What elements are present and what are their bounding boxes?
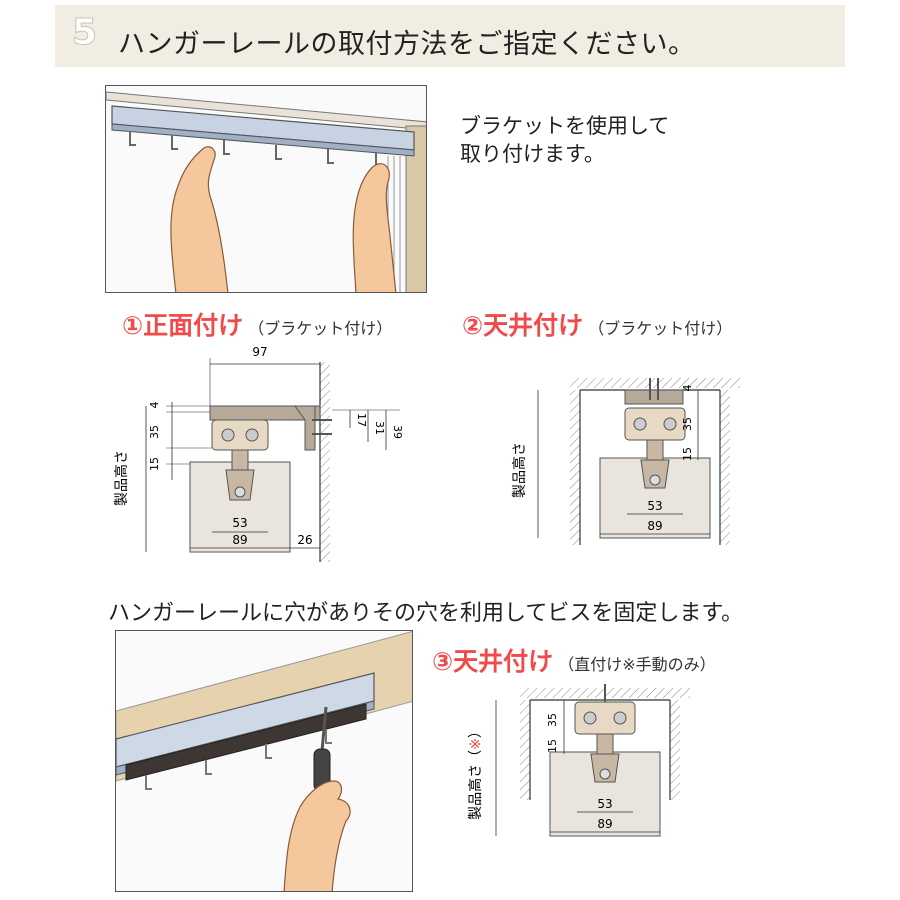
section-header	[55, 5, 845, 67]
dim-97-label: 97	[252, 345, 267, 359]
photo-direct-mount	[115, 630, 413, 892]
diagram-ceiling-bracket: 4 35 15 製品高さ 53 89	[511, 378, 740, 545]
direct-mount-instruction: ハンガーレールに穴がありその穴を利用してビスを固定します。	[108, 601, 744, 626]
diagram-ceiling-direct: 35 15 製品高さ（※） 53 89	[467, 684, 690, 837]
product-height-label: 製品高さ	[113, 450, 130, 506]
method-3-heading: ③天井付け （直付け※手動のみ）	[432, 642, 716, 678]
dim-35-label: 35	[681, 417, 694, 431]
product-height-label: 製品高さ（※）	[467, 724, 484, 820]
step-number: 5	[71, 12, 98, 54]
method-1-title: ①正面付け	[122, 311, 244, 340]
product-height-text: 製品高さ（	[467, 750, 484, 820]
method-3-subtitle: （直付け※手動のみ）	[558, 655, 716, 674]
dim-53-label: 53	[647, 499, 662, 513]
dim-17-label: 17	[355, 413, 368, 427]
method-2-subtitle: （ブラケット付け）	[588, 319, 733, 338]
direct-mount-illustration	[116, 631, 412, 891]
photo-bracket-installation	[105, 85, 427, 293]
section-title: ハンガーレールの取付方法をご指定ください。	[118, 29, 696, 60]
dim-39-label: 39	[391, 425, 404, 439]
dim-4-label: 4	[148, 402, 161, 409]
dim-53-label: 53	[597, 797, 612, 811]
dim-15-label: 15	[148, 457, 161, 471]
dim-89-label: 89	[232, 533, 247, 547]
dim-35-label: 35	[546, 713, 559, 727]
method-1-heading: ①正面付け （ブラケット付け）	[122, 306, 392, 342]
dim-15-label: 15	[681, 447, 694, 461]
dim-26-label: 26	[297, 533, 312, 547]
bracket-install-illustration	[106, 86, 426, 292]
product-height-label: 製品高さ	[511, 442, 528, 498]
dim-4-label: 4	[681, 385, 694, 392]
method-2-heading: ②天井付け （ブラケット付け）	[462, 306, 732, 342]
bracket-description-line1: ブラケットを使用して	[460, 114, 670, 138]
bracket-description-line2: 取り付けます。	[460, 142, 605, 166]
bracket-description: ブラケットを使用して 取り付けます。	[460, 112, 669, 168]
dim-53-label: 53	[232, 516, 247, 530]
method-3-title: ③天井付け	[432, 647, 554, 676]
dim-31-label: 31	[373, 421, 386, 435]
dim-15-label: 15	[546, 739, 559, 753]
diagram-front-mount: 97 4 35 15 製品高さ 17 31 39 53 89 26	[113, 345, 404, 562]
product-height-mark: ※	[468, 738, 484, 750]
method-2-title: ②天井付け	[462, 311, 584, 340]
dim-35-label: 35	[148, 425, 161, 439]
dim-89-label: 89	[647, 519, 662, 533]
method-1-subtitle: （ブラケット付け）	[248, 319, 393, 338]
product-height-close: ）	[468, 724, 484, 738]
dim-89-label: 89	[597, 817, 612, 831]
